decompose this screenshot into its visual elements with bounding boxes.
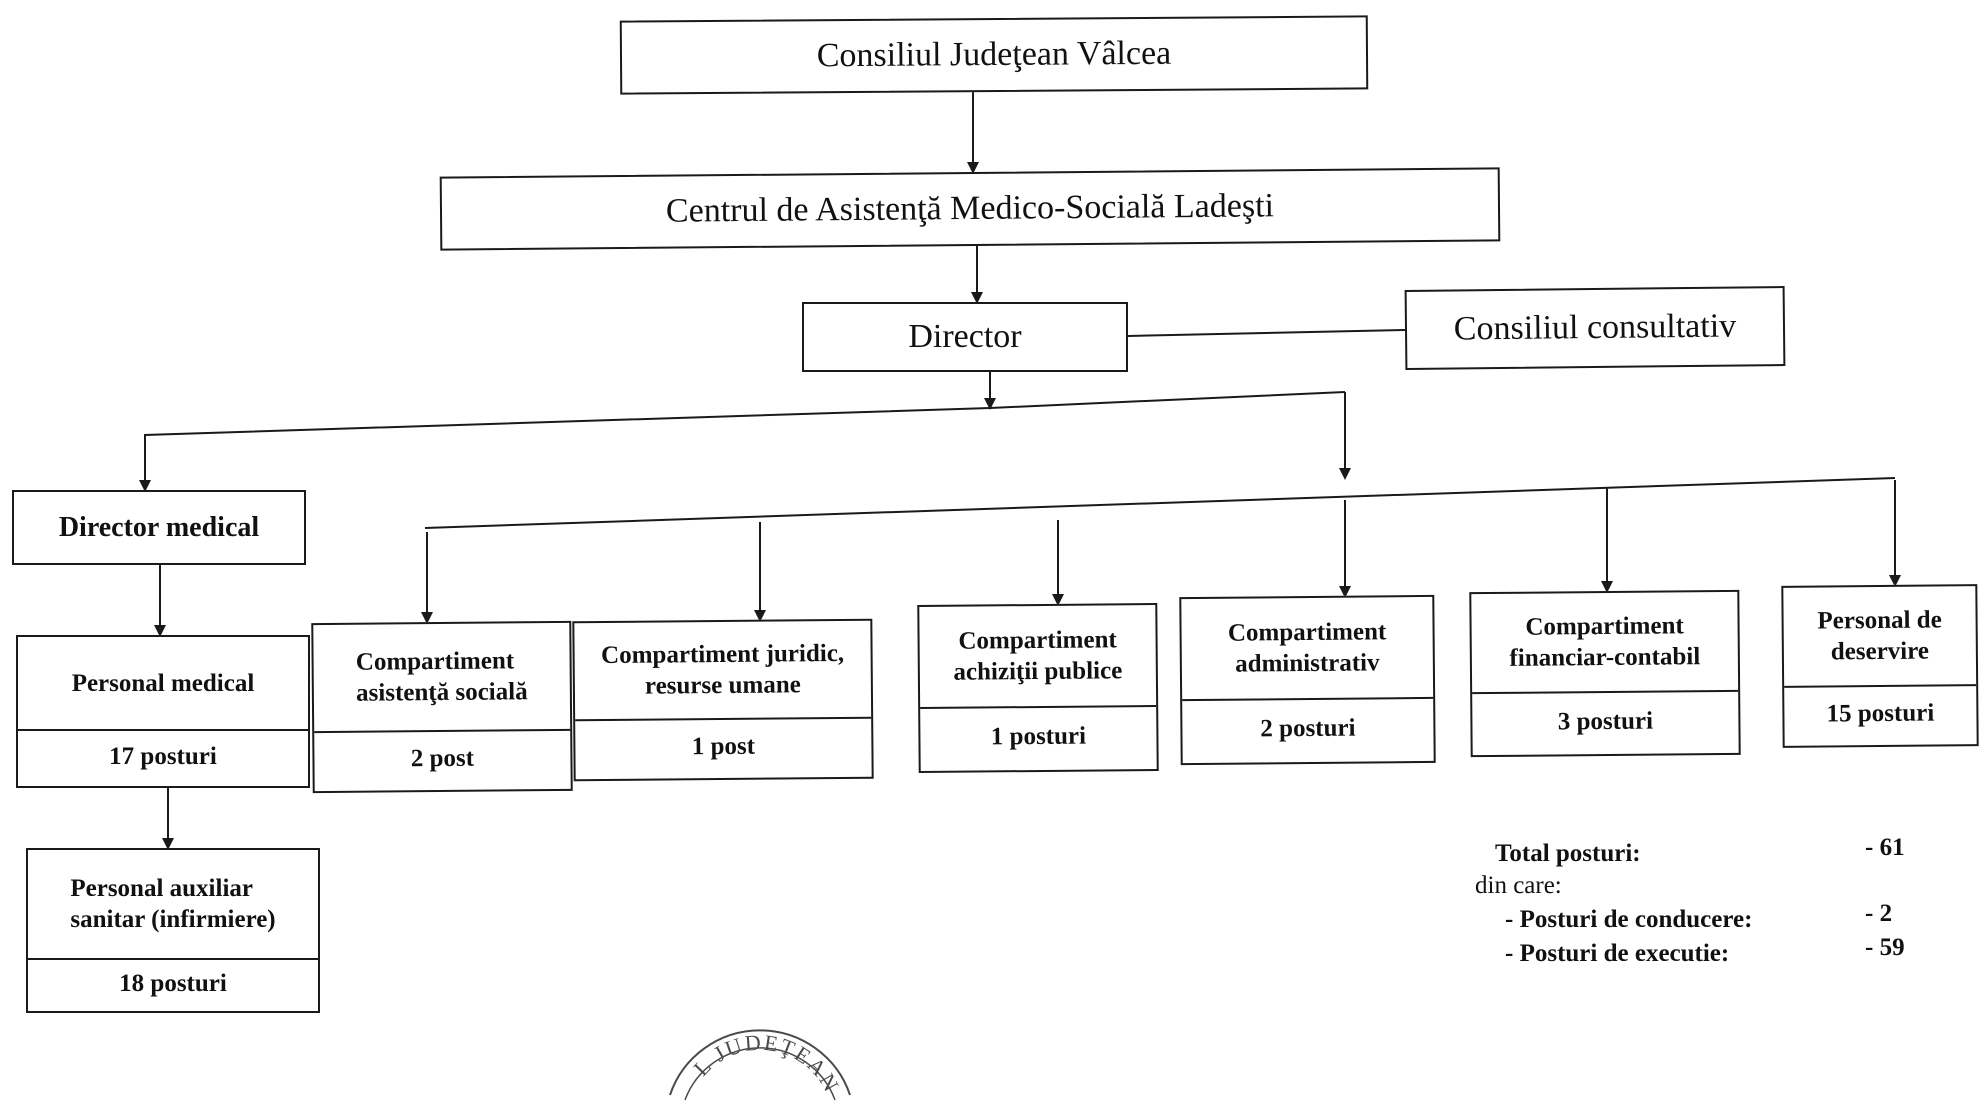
- dept-2-posts: 1 post: [691, 732, 756, 761]
- box-dept-social-assistance: Compartiment asistenţă socială 2 post: [311, 620, 573, 794]
- director-label: Director: [908, 318, 1022, 355]
- box-director: Director: [802, 302, 1128, 372]
- advisory-label: Consiliul consultativ: [1453, 307, 1737, 348]
- box-advisory-council: Consiliul consultativ: [1404, 286, 1786, 370]
- dept-6-posts: 15 posturi: [1826, 699, 1935, 728]
- management-label: - Posturi de conducere:: [1505, 906, 1753, 933]
- management-value: - 2: [1865, 900, 1893, 927]
- dept-5-title-line-2: financiar-contabil: [1509, 643, 1701, 672]
- dept-2-title-line-1: Compartiment juridic,: [600, 639, 845, 670]
- auxiliary-posts: 18 posturi: [119, 969, 227, 997]
- execution-value: - 59: [1865, 934, 1905, 961]
- director-medical-label: Director medical: [58, 512, 260, 543]
- box-auxiliary-staff: Personal auxiliar sanitar (infirmiere) 1…: [26, 848, 320, 1013]
- box-dept-public-procurement: Compartiment achiziţii publice 1 posturi: [917, 602, 1159, 774]
- official-stamp: L JUDEŢEAN: [669, 1029, 851, 1101]
- total-label: Total posturi:: [1495, 840, 1641, 867]
- dept-1-title-line-2: asistenţă socială: [355, 678, 528, 707]
- dept-3-title-line-1: Compartiment: [958, 626, 1117, 655]
- dept-2-title-line-2: resurse umane: [644, 671, 801, 700]
- line-director-advisory: [1127, 329, 1406, 337]
- dept-6-title-line-2: deservire: [1830, 637, 1930, 666]
- dept-5-posts: 3 posturi: [1557, 707, 1654, 735]
- dept-6-title-line-1: Personal de: [1817, 606, 1942, 635]
- auxiliary-title-line-1: Personal auxiliar: [70, 875, 253, 902]
- auxiliary-title-line-2: sanitar (infirmiere): [70, 906, 276, 933]
- line-director-branch: [144, 391, 1346, 458]
- center-label: Centrul de Asistenţă Medico-Socială Lade…: [665, 187, 1275, 230]
- box-dept-legal-hr: Compartiment juridic, resurse umane 1 po…: [572, 618, 874, 782]
- top-council-label: Consiliul Judeţean Vâlcea: [816, 34, 1172, 75]
- dept-4-posts: 2 posturi: [1260, 714, 1356, 743]
- box-dept-financial-accounting: Compartiment financiar-contabil 3 postur…: [1469, 589, 1741, 758]
- dept-3-posts: 1 posturi: [990, 722, 1087, 751]
- medical-staff-title: Personal medical: [71, 669, 255, 697]
- medical-staff-posts: 17 posturi: [109, 742, 217, 770]
- box-director-medical: Director medical: [12, 490, 306, 565]
- din-care-label: din care:: [1475, 872, 1562, 899]
- dept-4-title-line-1: Compartiment: [1227, 618, 1387, 647]
- box-medical-staff: Personal medical 17 posturi: [16, 635, 310, 788]
- execution-label: - Posturi de executie:: [1505, 940, 1730, 967]
- box-dept-service-staff: Personal de deservire 15 posturi: [1781, 584, 1979, 748]
- dept-5-title-line-1: Compartiment: [1525, 612, 1684, 641]
- svg-text:L JUDEŢEAN: L JUDEŢEAN: [689, 1029, 845, 1097]
- box-top-council: Consiliul Judeţean Vâlcea: [619, 15, 1369, 95]
- total-value: - 61: [1865, 834, 1905, 861]
- dept-1-posts: 2 post: [410, 744, 475, 773]
- box-dept-administrative: Compartiment administrativ 2 posturi: [1179, 594, 1436, 766]
- dept-3-title-line-2: achiziţii publice: [953, 657, 1123, 686]
- totals-block: Total posturi: - 61 din care: - Posturi …: [1475, 832, 1945, 982]
- box-center: Centrul de Asistenţă Medico-Socială Lade…: [439, 167, 1501, 251]
- dept-1-title-line-1: Compartiment: [355, 647, 515, 676]
- line-departments-bus: [424, 477, 1896, 529]
- dept-4-title-line-2: administrativ: [1235, 649, 1380, 678]
- org-chart-connectors: [139, 92, 1901, 850]
